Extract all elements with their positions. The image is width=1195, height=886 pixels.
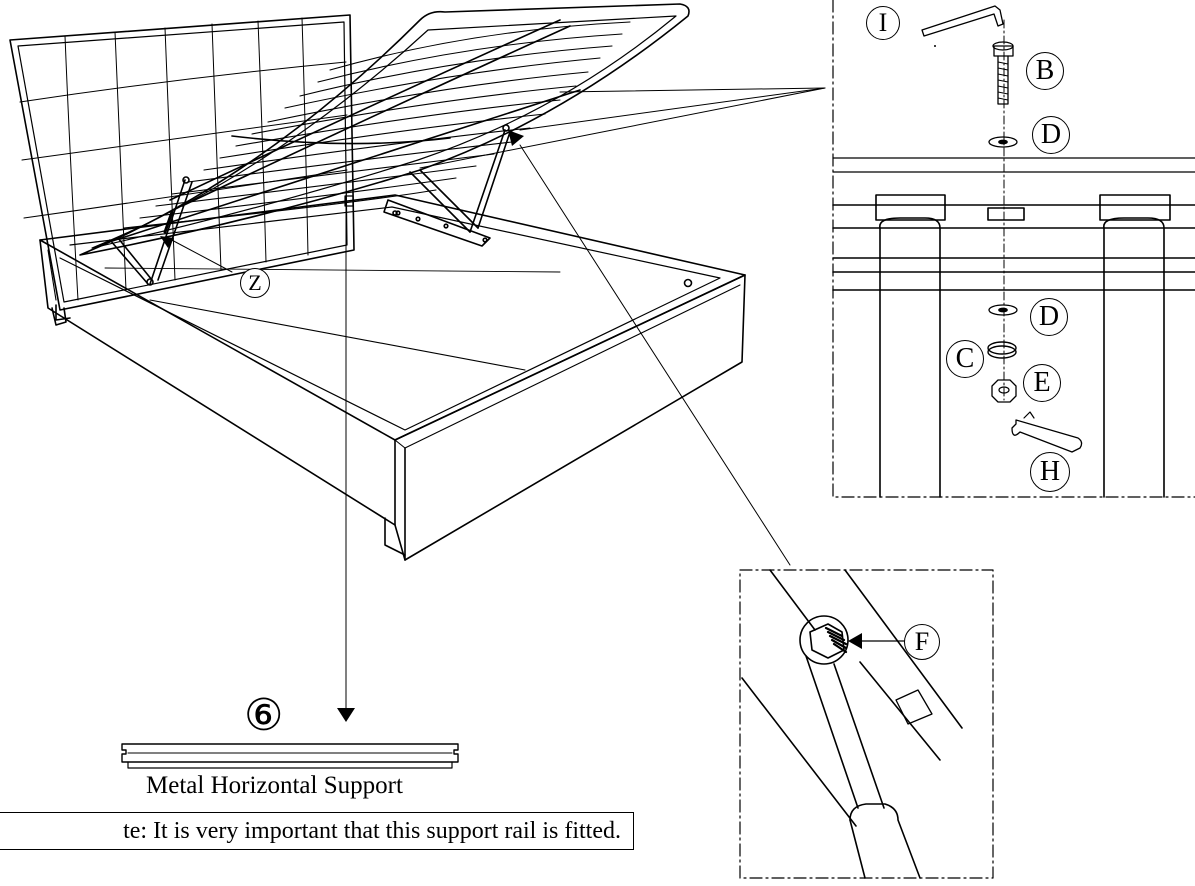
arrow-down — [337, 708, 355, 722]
note-box: te: It is very important that this suppo… — [0, 812, 634, 850]
storage-base — [39, 194, 746, 561]
callout-f: F — [904, 624, 940, 660]
callout-z: Z — [240, 268, 270, 298]
arrow-f — [848, 633, 862, 649]
callout-i-label: I — [878, 8, 888, 37]
callout-h: H — [1030, 452, 1070, 492]
lift-frame — [79, 3, 690, 256]
callout-d-top: D — [1032, 116, 1070, 154]
arrow-piston — [508, 130, 524, 146]
leader-lines — [167, 87, 826, 709]
callout-b-label: B — [1035, 55, 1055, 86]
step-number: ⑥ — [244, 691, 284, 740]
callout-e: E — [1023, 364, 1061, 402]
callout-d-top-label: D — [1040, 119, 1062, 150]
part-name-caption: Metal Horizontal Support — [146, 772, 403, 799]
detail-panel-piston — [739, 569, 994, 879]
arrow-z — [160, 236, 174, 248]
headboard — [9, 14, 355, 326]
callout-c: C — [946, 340, 984, 378]
callout-e-label: E — [1033, 367, 1051, 398]
callout-i: I — [866, 6, 900, 40]
callout-d-bottom-label: D — [1038, 301, 1060, 332]
detail-panel-fixing — [832, 0, 1195, 498]
callout-z-label: Z — [248, 270, 262, 295]
gas-pistons — [109, 124, 511, 286]
callout-d-bottom: D — [1030, 298, 1068, 336]
callout-b: B — [1026, 52, 1064, 90]
metal-horizontal-support — [121, 743, 459, 769]
note-text: te: It is very important that this suppo… — [123, 817, 621, 844]
callout-h-label: H — [1039, 456, 1061, 487]
callout-f-label: F — [914, 627, 930, 656]
callout-c-label: C — [955, 343, 975, 374]
